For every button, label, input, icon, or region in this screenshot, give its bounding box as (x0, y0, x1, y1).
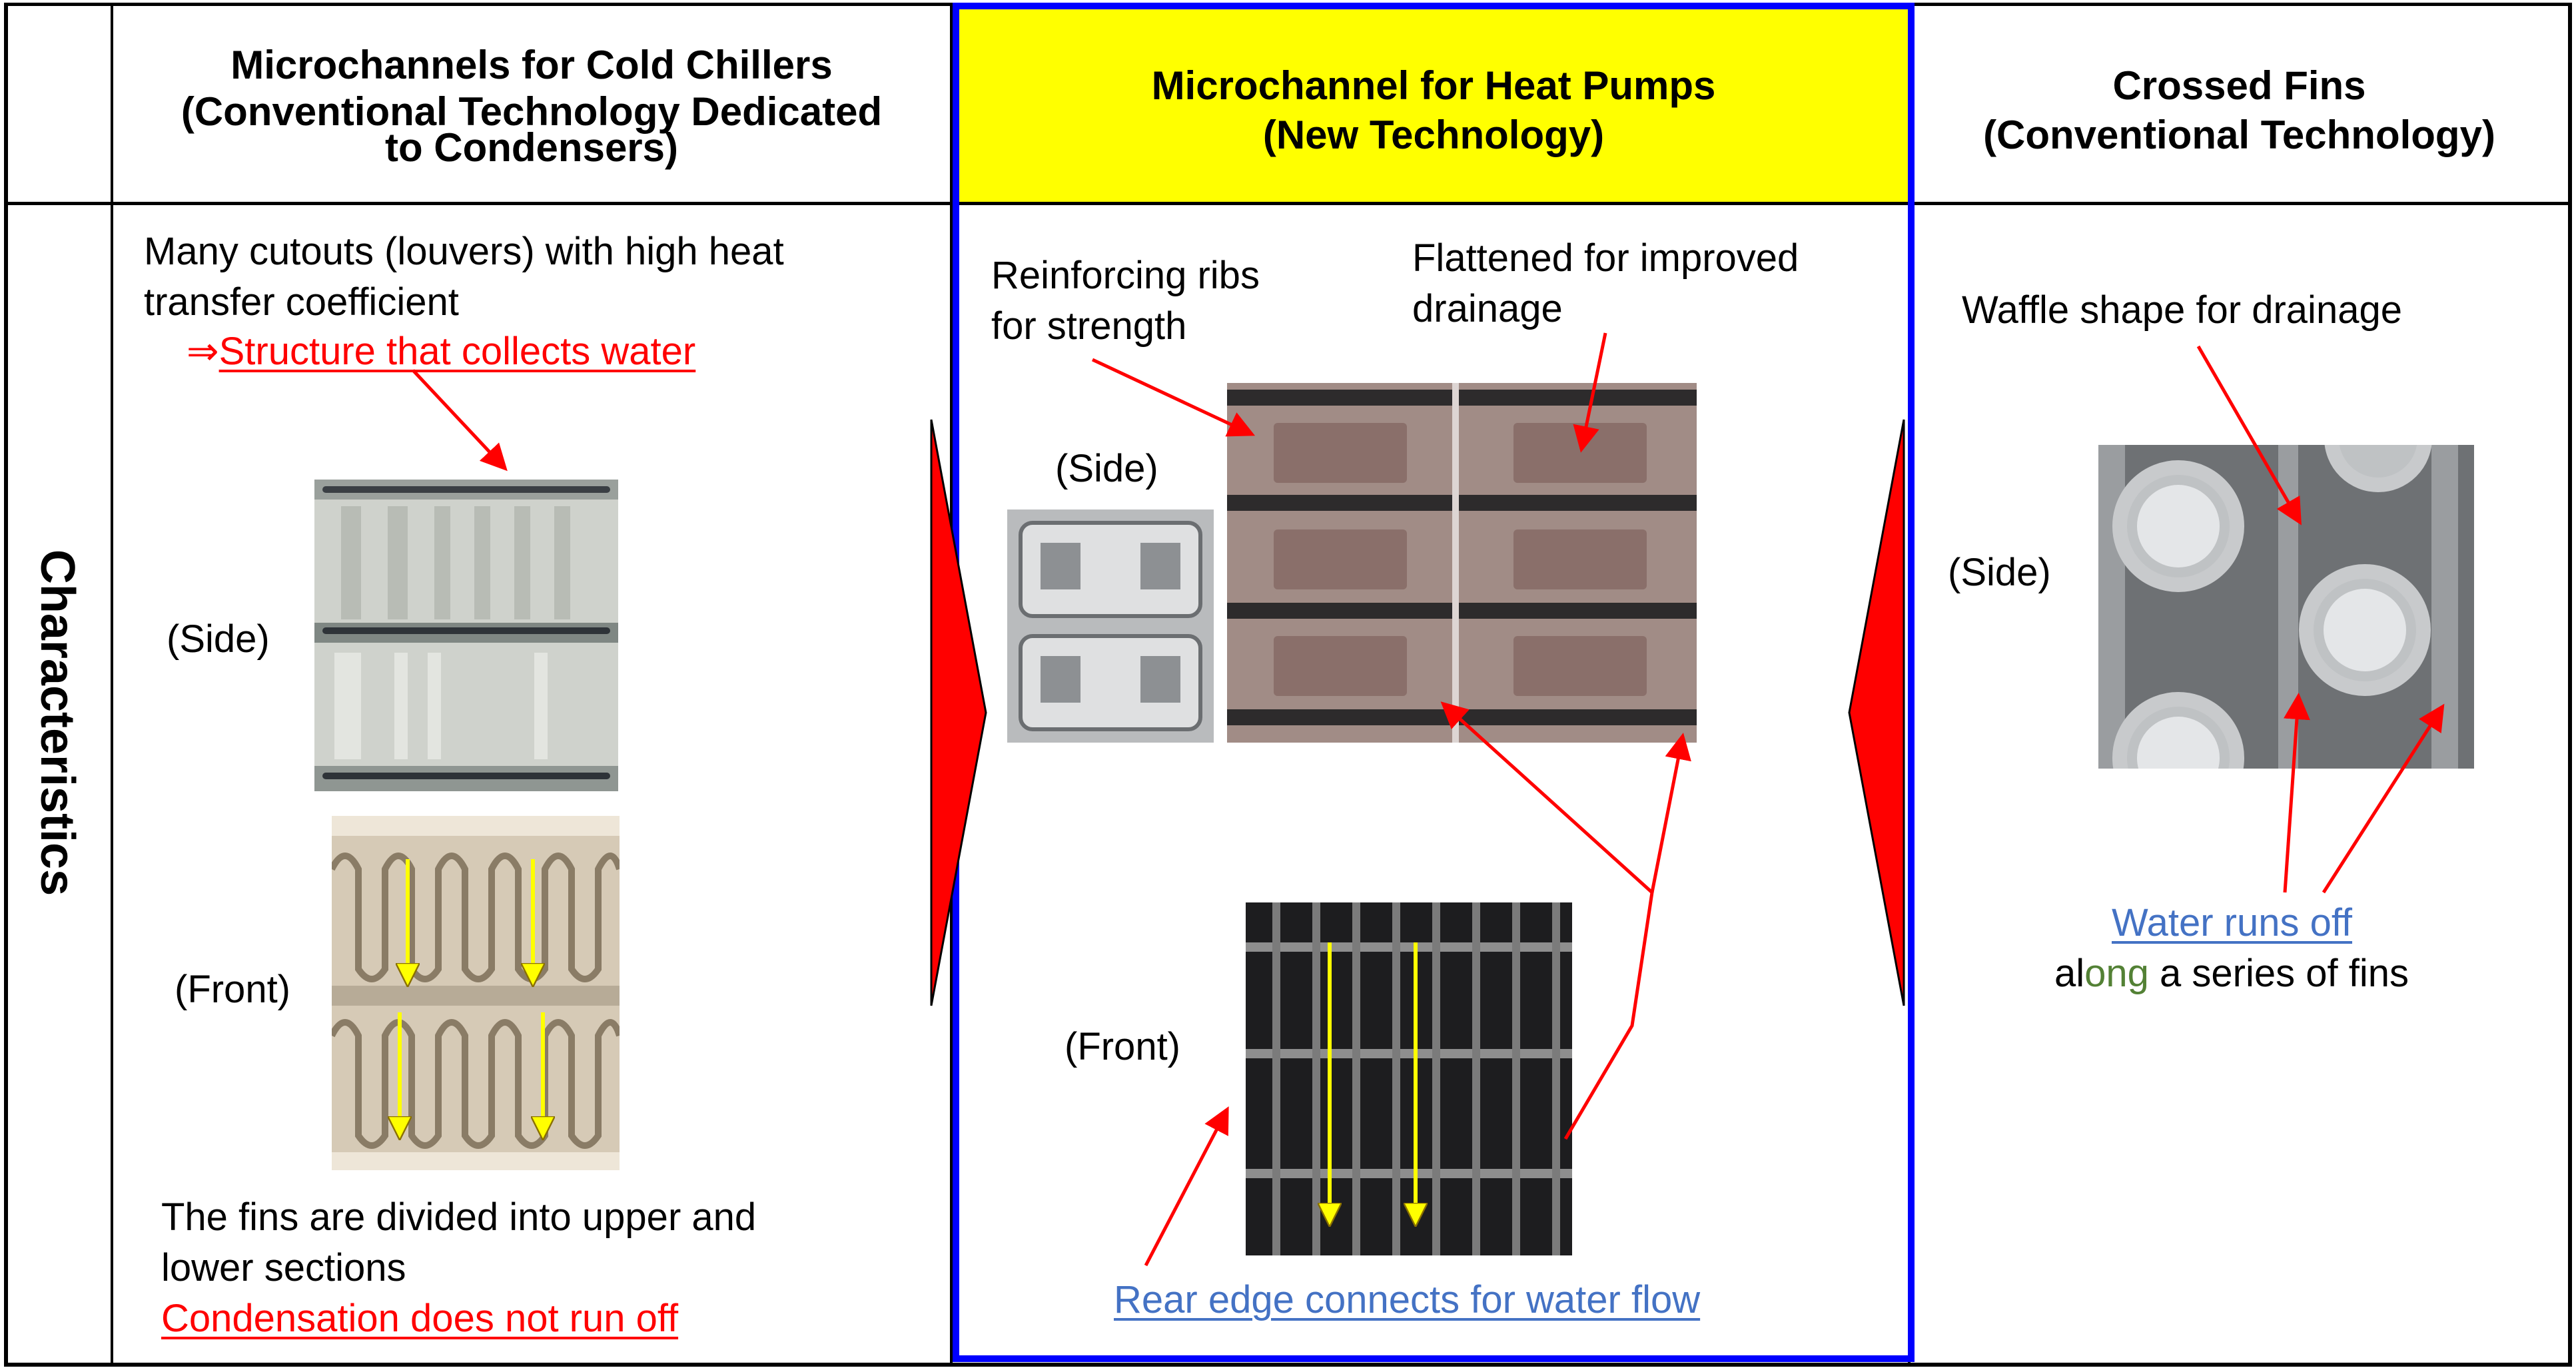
heat-pump-front-photo (1246, 902, 1572, 1255)
crossed-fin-side-photo (2098, 445, 2474, 769)
col3-along-b: ong (2084, 952, 2149, 995)
header-col2-line1: Microchannel for Heat Pumps (1151, 63, 1716, 108)
col2-side-label: (Side) (1055, 447, 1158, 490)
col2-front-label: (Front) (1065, 1025, 1180, 1068)
row-divider (4, 202, 2572, 205)
col-divider-1 (111, 3, 113, 1367)
heat-pump-side-small-photo (1007, 510, 1214, 743)
col3-waffle: Waffle shape for drainage (1962, 288, 2402, 332)
heat-pump-side-large-photo (1227, 383, 1697, 743)
col2-rear-arrow-a (1440, 701, 1654, 1140)
col1-yellow-flow-arrows (400, 859, 543, 1132)
louver-fin-front-photo (332, 816, 620, 1170)
col2-yellow-flow-arrows (1330, 942, 1416, 1219)
col2-ribs-line2: for strength (991, 304, 1187, 348)
col2-front-arrow (1144, 1106, 1229, 1267)
col3-along-c: a series of fins (2148, 952, 2409, 995)
col3-waffle-arrow (2196, 345, 2302, 525)
col3-runs-off: Water runs off (2112, 898, 2352, 948)
col2-flat-line1: Flattened for improved (1412, 236, 1799, 280)
col2-flat-arrow (1573, 332, 1607, 453)
col1-bottom-note: Condensation does not run off (161, 1293, 678, 1344)
table-border-right (2568, 3, 2572, 1367)
col1-bottom-line1: The fins are divided into upper and (161, 1196, 757, 1239)
col1-note-text: Structure that collects water (218, 330, 696, 373)
col3-runoff-arrow-b (2322, 703, 2445, 894)
col1-bottom-line2: lower sections (161, 1246, 406, 1289)
col1-collect-arrow (412, 369, 508, 472)
table-border-bottom (4, 1363, 2572, 1367)
header-col2-line2: (New Technology) (1262, 113, 1605, 157)
col2-bottom-note-text: Rear edge connects for water flow (1114, 1278, 1701, 1321)
header-heat-pumps: Microchannel for Heat Pumps (New Technol… (959, 24, 1908, 197)
col1-side-label: (Side) (167, 617, 270, 661)
col1-bottom-note-text: Condensation does not run off (161, 1297, 679, 1340)
header-col1-line1: Microchannels for Cold Chillers (230, 43, 833, 87)
header-col3-line2: (Conventional Technology) (1983, 113, 2495, 157)
col2-ribs-line1: Reinforcing ribs (991, 254, 1260, 297)
col3-along: along a series of fins (2054, 948, 2409, 999)
col2-rear-arrow-b (1650, 733, 1691, 893)
header-col1-line2: (Conventional Technology Dedicated (181, 89, 883, 134)
col3-runs-off-text: Water runs off (2112, 901, 2353, 944)
double-arrow-icon: ⇒ (187, 330, 219, 373)
header-cold-chillers: Microchannels for Cold Chillers (Convent… (113, 13, 950, 200)
col3-runoff-arrow-a (2283, 693, 2310, 893)
louver-fin-side-photo (314, 480, 618, 791)
right-red-wedge (1848, 419, 1905, 1006)
highlight-header-bg (957, 4, 1911, 204)
header-col1-line3: to Condensers) (384, 125, 679, 170)
header-crossed-fins: Crossed Fins (Conventional Technology) (1911, 24, 2568, 197)
col1-note: ⇒Structure that collects water (187, 326, 695, 377)
table-border-left (4, 3, 8, 1367)
left-red-wedge (930, 419, 987, 1006)
col2-bottom-note: Rear edge connects for water flow (1114, 1275, 1700, 1325)
col2-flat-line2: drainage (1412, 287, 1563, 330)
col1-desc-line2: transfer coefficient (144, 280, 459, 324)
col3-side-label: (Side) (1948, 551, 2051, 594)
col3-along-a: al (2054, 952, 2085, 995)
col2-ribs-arrow (1091, 358, 1256, 437)
col1-front-label: (Front) (175, 968, 290, 1011)
header-col3-line1: Crossed Fins (2112, 63, 2366, 108)
col1-desc-line1: Many cutouts (louvers) with high heat (144, 230, 784, 273)
